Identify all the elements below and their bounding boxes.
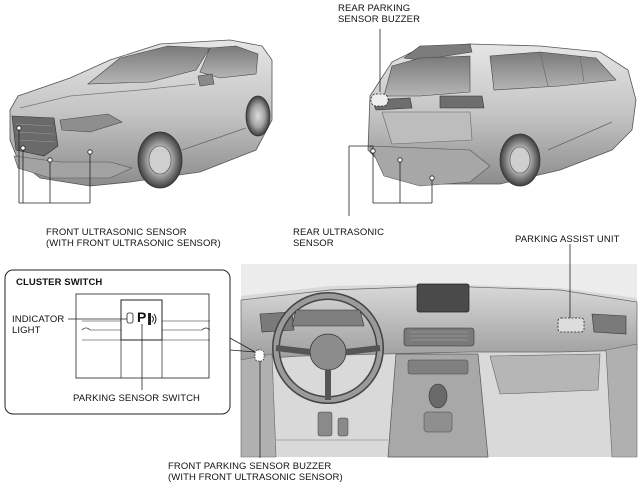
- parking-assist-unit-marker: [557, 317, 585, 333]
- front-buzzer-leader: [254, 349, 265, 458]
- parking-switch-glyph: P: [137, 309, 147, 325]
- interior-illustration: [240, 264, 638, 458]
- parking-sensor-icon: [148, 313, 157, 325]
- parking-assist-unit-label: PARKING ASSIST UNIT: [515, 234, 620, 245]
- parking-sensor-switch-label: PARKING SENSOR SWITCH: [73, 393, 201, 404]
- front-ultrasonic-sensor-leaders: [16, 125, 93, 204]
- rear-ultrasonic-sensor-leaders: [348, 145, 435, 216]
- rear-buzzer-marker: [370, 93, 389, 107]
- front-sensor-marker: [87, 149, 93, 155]
- front-parking-sensor-buzzer-label: FRONT PARKING SENSOR BUZZER (WITH FRONT …: [168, 461, 343, 483]
- front-sensor-marker: [16, 125, 22, 131]
- rear-car-illustration: [367, 43, 637, 187]
- steering-wheel-icon: [272, 292, 384, 404]
- cluster-switch-title: CLUSTER SWITCH: [16, 277, 103, 288]
- rear-buzzer-leader: [370, 29, 389, 107]
- rear-sensor-marker: [397, 157, 403, 163]
- rear-sensor-marker: [429, 175, 435, 181]
- indicator-light-icon: [126, 312, 134, 324]
- front-sensor-marker: [20, 145, 26, 151]
- front-buzzer-marker: [254, 349, 265, 362]
- rear-sensor-marker: [370, 148, 376, 154]
- parking-assist-unit-leader: [557, 244, 585, 333]
- front-ultrasonic-sensor-label: FRONT ULTRASONIC SENSOR (WITH FRONT ULTR…: [46, 227, 221, 249]
- front-car-illustration: [9, 39, 273, 189]
- rear-parking-sensor-buzzer-label: REAR PARKING SENSOR BUZZER: [338, 3, 421, 25]
- front-sensor-marker: [47, 157, 53, 163]
- rear-ultrasonic-sensor-label: REAR ULTRASONIC SENSOR: [293, 227, 385, 249]
- indicator-light-label: INDICATOR LIGHT: [12, 314, 65, 336]
- cluster-switch-callout: [4, 269, 256, 415]
